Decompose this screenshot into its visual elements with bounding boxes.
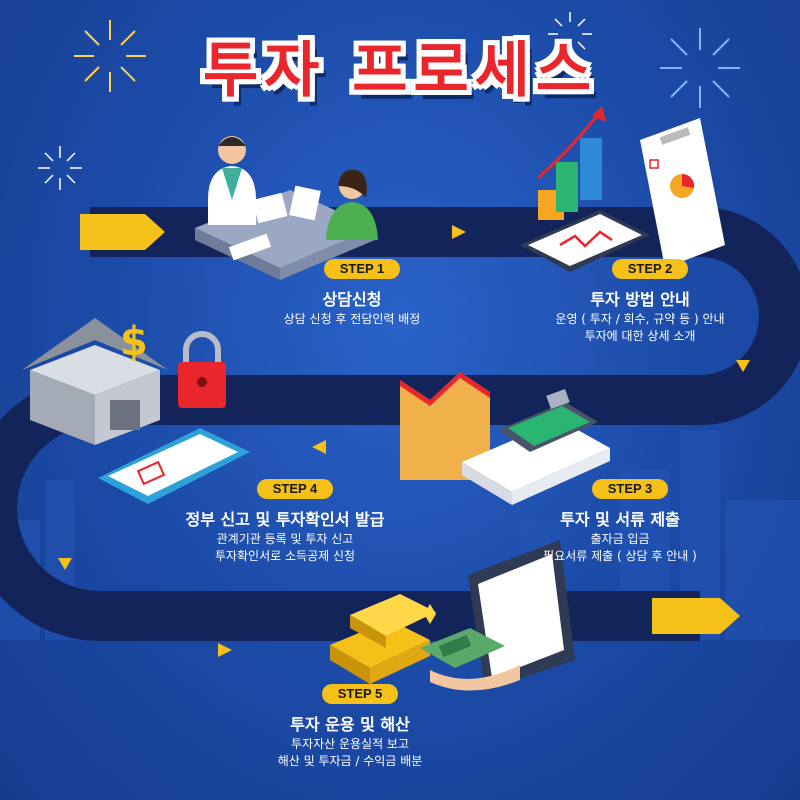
step-description: 상담 신청 후 전담인력 배정 <box>283 312 421 326</box>
start-arrow-icon <box>80 214 165 250</box>
step-title: 투자 운용 및 해산 <box>290 715 410 734</box>
consultation-icon <box>195 136 378 280</box>
step-description: 투자에 대한 상세 소개 <box>584 329 696 343</box>
firework-icon <box>548 12 592 56</box>
direction-arrow-icon <box>452 225 466 239</box>
step-badge: STEP 4 <box>257 479 333 499</box>
step-badge: STEP 5 <box>322 684 398 704</box>
investment-guide-icon <box>520 106 725 272</box>
step-description: 관계기관 등록 및 투자 신고 <box>216 532 354 546</box>
government-bank-icon: $ <box>22 318 250 504</box>
firework-icon <box>660 28 740 108</box>
direction-arrow-icon <box>736 360 750 372</box>
firework-icon <box>74 20 146 92</box>
step-title: 정부 신고 및 투자확인서 발급 <box>185 510 385 529</box>
step-badge: STEP 3 <box>592 479 668 499</box>
step-title: 상담신청 <box>322 290 382 309</box>
step-badge: STEP 1 <box>324 259 400 279</box>
end-arrow-icon <box>652 598 740 634</box>
direction-arrow-icon <box>218 643 232 657</box>
direction-arrow-icon <box>58 558 72 570</box>
step-title: 투자 및 서류 제출 <box>560 510 680 529</box>
direction-arrow-icon <box>312 440 326 454</box>
step-title: 투자 방법 안내 <box>590 290 690 309</box>
step-description: 해산 및 투자금 / 수익금 배분 <box>277 754 423 768</box>
asset-management-icon <box>330 540 575 691</box>
step-badge: STEP 2 <box>612 259 688 279</box>
page-title: 투자 프로세스 <box>202 36 598 106</box>
step-description: 필요서류 제출 ( 상담 후 안내 ) <box>543 549 697 563</box>
firework-icon <box>38 146 82 190</box>
step-description: 투자확인서로 소득공제 신청 <box>214 549 356 563</box>
step-description: 출자금 입금 <box>590 532 650 546</box>
step-description: 투자자산 운용실적 보고 <box>290 737 410 751</box>
svg-text:$: $ <box>120 319 148 365</box>
document-submission-icon <box>400 372 610 505</box>
step-description: 운영 ( 투자 / 회수, 규약 등 ) 안내 <box>555 312 725 326</box>
